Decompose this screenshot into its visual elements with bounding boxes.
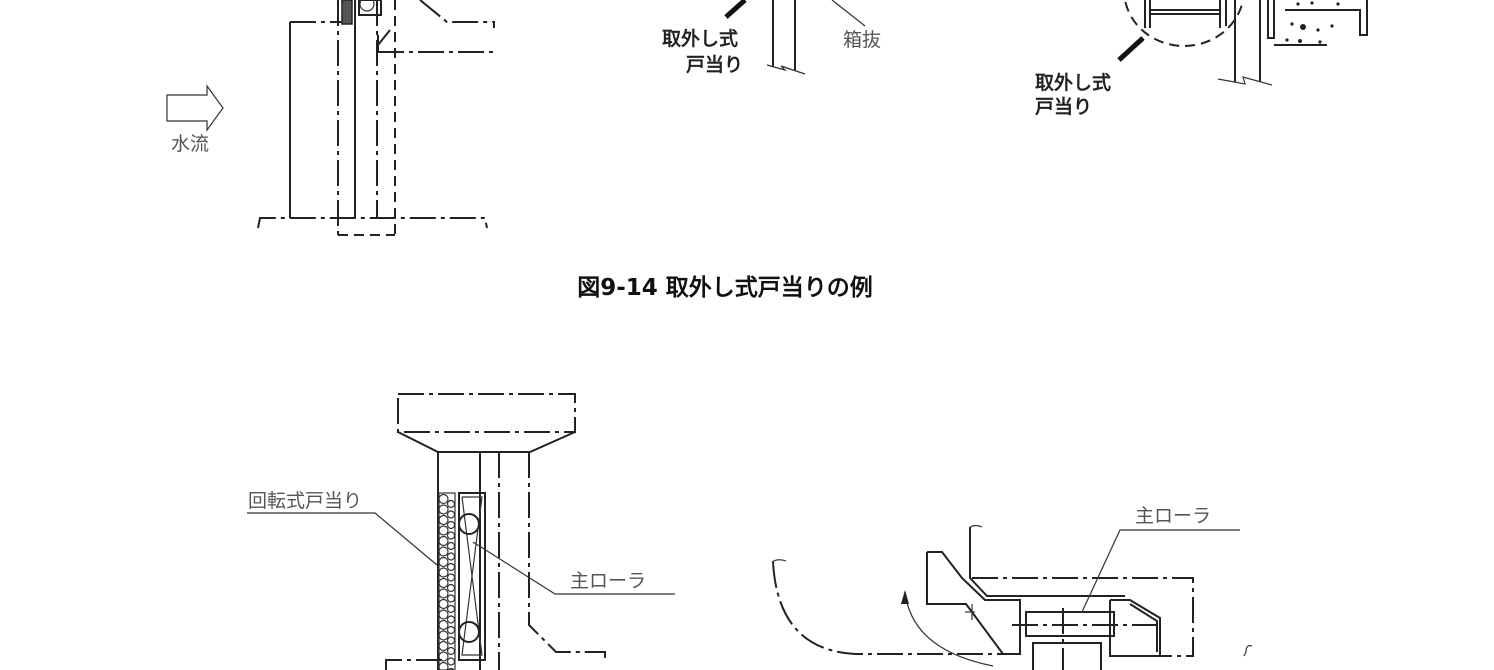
roller-ball <box>438 609 449 620</box>
roller-ball <box>446 499 456 509</box>
pointer-arrow-icon <box>1117 36 1145 62</box>
figure-caption: 図9-14 取外し式戸当りの例 <box>577 274 873 301</box>
roller-ball <box>446 604 456 614</box>
roller-ball <box>438 525 449 536</box>
rotary-stop-label: 回転式戸当り <box>248 490 362 512</box>
roller-ball <box>438 651 449 662</box>
roller-ball <box>438 630 449 641</box>
roller-ball <box>438 535 449 547</box>
roller-ball <box>447 667 455 670</box>
pointer-arrow-icon <box>724 0 747 19</box>
roller-ball <box>438 546 449 557</box>
roller-ball <box>438 567 449 578</box>
top-left-gate-section-drawing: 水流 <box>166 0 495 236</box>
roller-ball <box>446 657 456 666</box>
main-roller-label: 主ローラ <box>1135 505 1211 527</box>
roller-ball <box>438 588 449 599</box>
roller-ball <box>446 541 456 551</box>
rotary-roller-stack <box>438 493 456 670</box>
roller-ball <box>438 598 449 610</box>
top-right-removable-stop-drawing: 取外し式 戸当り <box>1035 0 1368 118</box>
roller-ball <box>446 615 456 624</box>
removable-stop-label-line1: 取外し式 <box>1035 71 1111 94</box>
roller-ball <box>438 493 449 505</box>
removable-stop-label-line2: 戸当り <box>1035 95 1092 118</box>
main-roller-icon <box>458 621 480 643</box>
rotation-arrow-icon <box>904 591 994 667</box>
roller-ball <box>446 625 456 635</box>
roller-ball <box>446 552 456 561</box>
roller-ball <box>438 661 449 670</box>
roller-ball <box>446 594 456 603</box>
roller-ball <box>438 640 449 652</box>
roller-ball <box>446 573 456 582</box>
roller-ball <box>438 514 449 526</box>
water-flow-label: 水流 <box>171 133 209 155</box>
roller-ball <box>446 583 456 593</box>
roller-ball <box>446 562 456 572</box>
roller-ball <box>438 504 449 515</box>
roller-ball <box>446 531 456 540</box>
top-middle-removable-stop-drawing: 取外し式 戸当り 箱抜 <box>662 0 881 76</box>
roller-ball <box>438 556 449 568</box>
water-flow-arrow-icon <box>166 84 224 132</box>
concrete-hatch <box>1285 1 1340 44</box>
removable-stop-label-line1: 取外し式 <box>662 27 738 50</box>
bottom-right-rotary-stop-plan-drawing: 主ローラ <box>771 505 1253 670</box>
roller-ball <box>446 646 456 656</box>
roller-ball <box>446 510 456 519</box>
removable-stop-label-line2: 戸当り <box>686 53 743 76</box>
roller-ball <box>438 577 449 589</box>
roller-ball <box>446 520 456 530</box>
box-out-label: 箱抜 <box>843 29 881 51</box>
main-roller-label: 主ローラ <box>570 570 646 592</box>
roller-ball <box>438 619 449 631</box>
bottom-left-rotary-stop-drawing: 回転式戸当り 主ローラ <box>247 393 675 670</box>
main-roller-icon <box>458 513 480 535</box>
roller-ball <box>446 636 456 645</box>
